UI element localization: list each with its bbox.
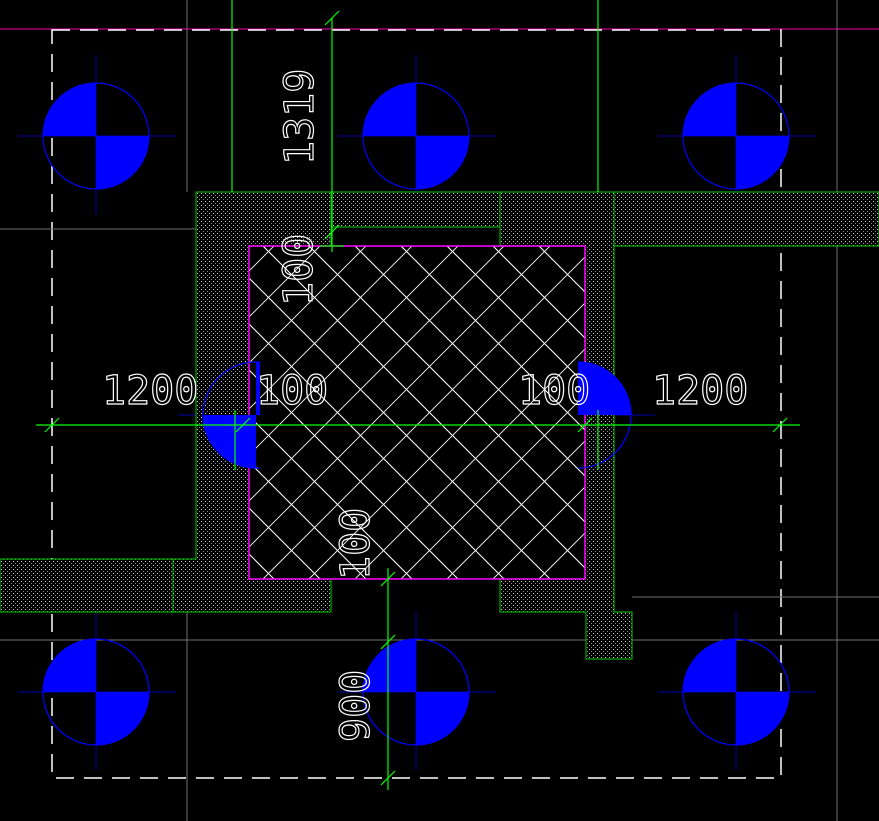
column-6 [682,638,790,746]
pit-interior [249,246,585,579]
column-fill-quadrant [96,136,149,189]
half-column-left [202,361,260,469]
dimension-text-right-wall: 100 [518,368,590,414]
half-column-right [578,361,632,469]
hatch-line [446,440,585,579]
dimension-text-bottom-offset: 900 [333,670,379,742]
hatch-line [631,246,879,746]
hatch-line [249,277,551,579]
hatch-line [249,246,551,548]
column-1 [42,82,150,190]
hatch-line [249,415,413,579]
column-fill-quadrant [416,692,469,745]
column-fill-quadrant [43,639,96,692]
column-fill-quadrant [736,692,789,745]
hatch-line [446,246,585,385]
pit-crosshatch [249,246,879,746]
dimension-lines [36,0,800,790]
hatch-line [631,246,879,666]
column-fill-quadrant [683,83,736,136]
column-fill-quadrant [43,83,96,136]
hatch-line [354,246,585,477]
boundary-dashed-outline [51,29,782,779]
hatch-line [249,246,459,456]
hatch-line [354,348,585,579]
dimension-text-top-offset: 1319 [277,69,323,165]
hatch-line [249,323,505,579]
dimension-text-pit-top-wall: 100 [276,234,322,306]
hatch-line [492,246,585,339]
column-2 [362,82,470,190]
hatch-line [769,246,879,666]
dimension-text-left-wall: 100 [256,368,328,414]
column-3 [682,82,790,190]
corridor-wall-upper-right [613,191,879,247]
dimension-text-right-span: 1200 [652,368,748,414]
hatch-line [308,302,585,579]
hatch-line [584,246,585,247]
hatch-line [262,246,585,569]
column-fill-quadrant [363,639,416,692]
hatch-line [249,369,459,579]
hatch-line [723,246,879,666]
column-fill-quadrant [363,83,416,136]
hatch-line [723,246,879,746]
corridor-wall-lower-left [0,558,174,613]
column-fill-quadrant [683,639,736,692]
hatch-line [400,246,585,431]
hatch-line [262,256,585,579]
corridor-wall-upper-middle [330,191,501,228]
column-fill-quadrant [416,136,469,189]
hatch-line [249,246,505,502]
hatch-line [308,246,585,523]
column-fill-quadrant [96,692,149,745]
hatch-line [400,394,585,579]
hatch-line [677,246,879,666]
dimension-text-pit-bottom-wall: 100 [333,508,379,580]
hatch-line [815,246,879,666]
column-4 [42,638,150,746]
hatch-line [492,486,585,579]
column-grid [42,82,790,746]
column-fill-quadrant [736,136,789,189]
hatch-line [249,246,413,410]
hatch-line [861,246,879,666]
column-5 [362,638,470,746]
dimension-text-left-span: 1200 [102,368,198,414]
retaining-walls [0,191,879,660]
